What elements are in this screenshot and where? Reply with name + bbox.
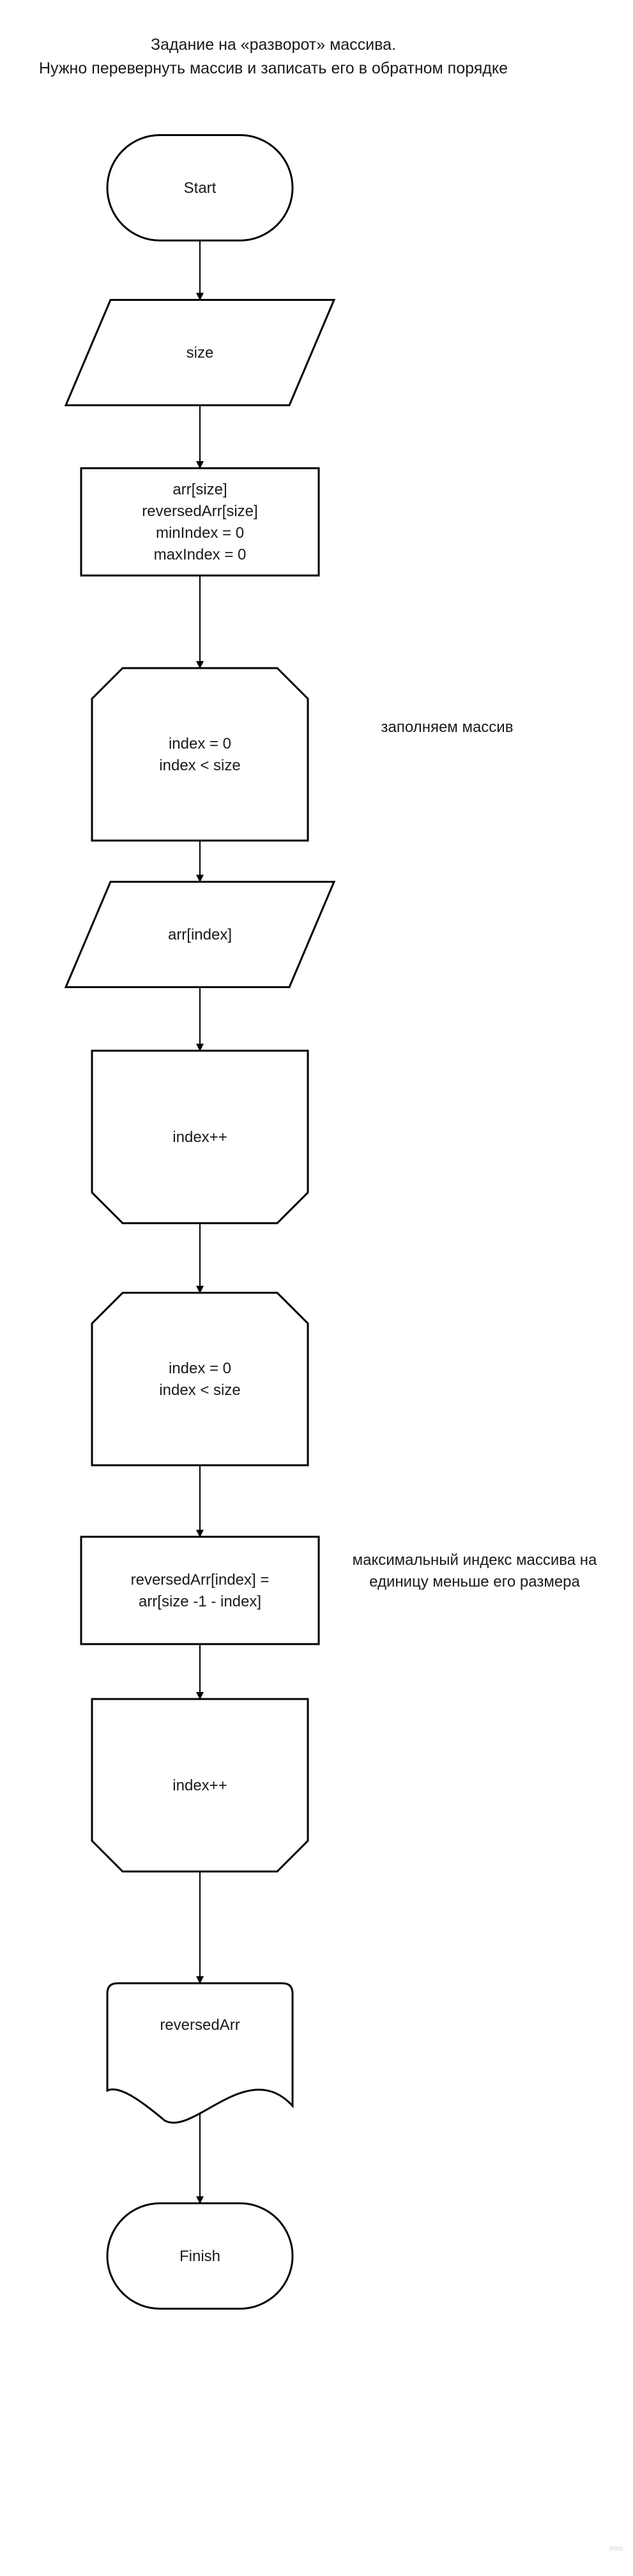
output-reversed-document-shape	[106, 1982, 294, 2124]
loop1-end-loop-end-shape	[91, 1049, 309, 1224]
init-vars-label-line-3: minIndex = 0	[156, 524, 244, 542]
finish-terminator-shape	[106, 2202, 294, 2310]
flowchart-nodes: Start size arr[size] reversedArr[size] minIn…	[64, 134, 336, 2310]
init-vars-label-line-1: arr[size]	[172, 481, 227, 498]
node-input-size: size	[64, 299, 336, 406]
loop1-start-label-line-2: index < size	[159, 757, 240, 774]
input-size-label-line-1: size	[187, 344, 214, 362]
loop1-end-label-line-1: index++	[172, 1129, 227, 1146]
note-max-index-line-1: максимальный индекс массива на	[353, 1551, 597, 1569]
node-output-reversed: reversedArr	[106, 1982, 294, 2124]
node-assign-reversed: reversedArr[index] = arr[size -1 - index]	[80, 1536, 320, 1645]
assign-reversed-label-line-2: arr[size -1 - index]	[139, 1593, 261, 1610]
loop2-start-loop-start-shape	[91, 1292, 309, 1467]
node-loop1-end: index++	[91, 1049, 309, 1224]
finish-label-line-1: Finish	[179, 2248, 220, 2265]
note-fill-array-line-1: заполняем массив	[381, 719, 514, 736]
node-start: Start	[106, 134, 294, 241]
node-loop2-start: index = 0 index < size	[91, 1292, 309, 1467]
init-vars-label-line-4: maxIndex = 0	[154, 546, 247, 563]
loop2-end-loop-end-shape	[91, 1698, 309, 1873]
loop1-start-label-line-1: index = 0	[169, 735, 231, 752]
diagram-title-line-1: Задание на «разворот» массива.	[151, 36, 396, 54]
input-size-parallelogram-shape	[64, 299, 336, 406]
assign-reversed-process-shape	[80, 1536, 320, 1645]
node-input-arr-index: arr[index]	[64, 881, 336, 988]
node-loop2-end: index++	[91, 1698, 309, 1873]
node-finish: Finish	[106, 2202, 294, 2310]
start-terminator-shape	[106, 134, 294, 241]
loop1-start-loop-start-shape	[91, 667, 309, 842]
annotations: заполняем массив максимальный индекс масс…	[353, 719, 597, 1590]
note-fill-array: заполняем массив	[381, 719, 514, 736]
init-vars-label-line-2: reversedArr[size]	[142, 503, 257, 520]
input-arr-index-label-line-1: arr[index]	[168, 926, 232, 943]
node-init-vars: arr[size] reversedArr[size] minIndex = 0 ma…	[80, 467, 320, 577]
loop2-start-label-line-2: index < size	[159, 1382, 240, 1399]
output-reversed-label-line-1: reversedArr	[160, 2016, 240, 2034]
note-max-index: максимальный индекс массива на единицу ме…	[353, 1551, 597, 1590]
loop2-end-label-line-1: index++	[172, 1777, 227, 1794]
init-vars-process-shape	[80, 467, 320, 577]
start-label-line-1: Start	[184, 179, 217, 197]
node-loop1-start: index = 0 index < size	[91, 667, 309, 842]
input-arr-index-parallelogram-shape	[64, 881, 336, 988]
assign-reversed-label-line-1: reversedArr[index] =	[131, 1571, 270, 1589]
diagram-title-line-2: Нужно перевернуть массив и записать его …	[39, 59, 508, 77]
note-max-index-line-2: единицу меньше его размера	[369, 1573, 580, 1590]
loop2-start-label-line-1: index = 0	[169, 1360, 231, 1377]
watermark: miro	[609, 2545, 623, 2552]
